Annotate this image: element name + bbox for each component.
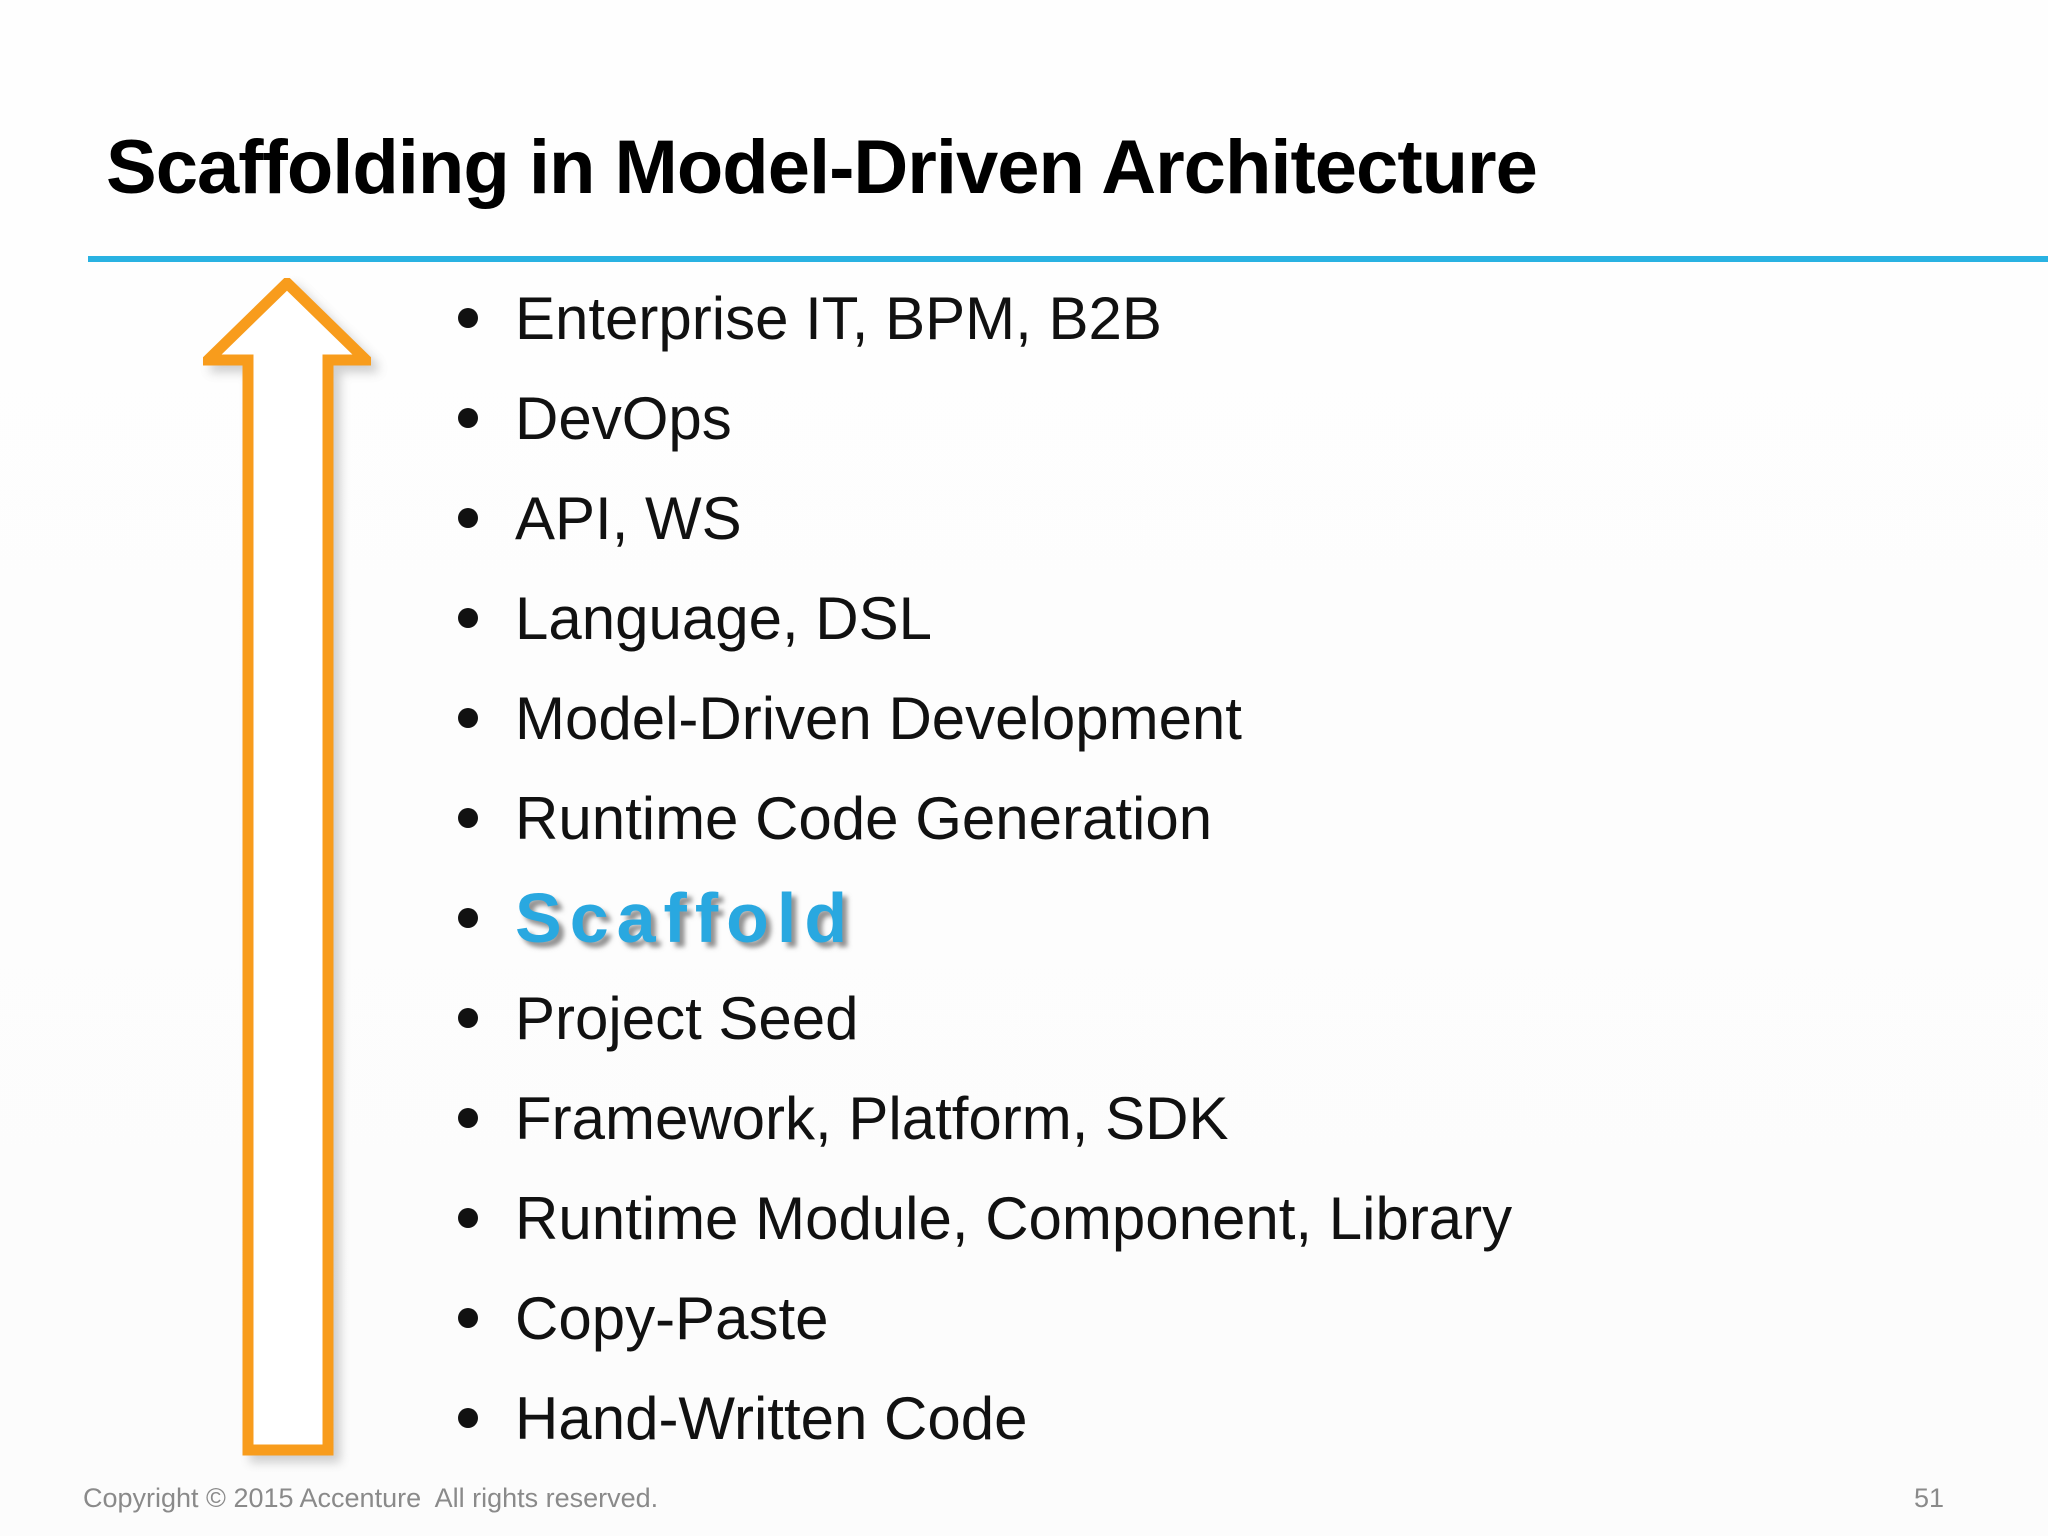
bullet-label: Framework, Platform, SDK xyxy=(515,1084,1229,1152)
list-item: Runtime Code Generation xyxy=(458,768,1512,868)
copyright-text: Copyright © 2015 Accenture All rights re… xyxy=(83,1483,659,1513)
list-item: Framework, Platform, SDK xyxy=(458,1068,1512,1168)
list-item: Hand-Written Code xyxy=(458,1368,1512,1468)
bullet-label: Project Seed xyxy=(515,984,859,1052)
bullet-dot-icon xyxy=(458,1308,478,1328)
list-item: Language, DSL xyxy=(458,568,1512,668)
bullet-label: Language, DSL xyxy=(515,584,933,652)
bullet-dot-icon xyxy=(458,508,478,528)
list-item: API, WS xyxy=(458,468,1512,568)
bullet-dot-icon xyxy=(458,708,478,728)
bullet-label: Scaffold xyxy=(515,879,856,957)
list-item: Project Seed xyxy=(458,968,1512,1068)
bullet-label: Model-Driven Development xyxy=(515,684,1242,752)
page-number: 51 xyxy=(1913,1483,1944,1513)
bullet-label: DevOps xyxy=(515,384,732,452)
bullet-dot-icon xyxy=(458,1408,478,1428)
bullet-dot-icon xyxy=(458,608,478,628)
up-arrow-icon xyxy=(203,278,371,1456)
bullet-label: Copy-Paste xyxy=(515,1284,829,1352)
list-item: Runtime Module, Component, Library xyxy=(458,1168,1512,1268)
bullet-label: API, WS xyxy=(515,484,742,552)
bullet-dot-icon xyxy=(458,908,478,928)
bullet-label: Hand-Written Code xyxy=(515,1384,1028,1452)
list-item: Scaffold xyxy=(458,868,1512,968)
bullet-dot-icon xyxy=(458,1108,478,1128)
title-underline xyxy=(88,256,2048,262)
list-item: Model-Driven Development xyxy=(458,668,1512,768)
slide-title: Scaffolding in Model-Driven Architecture xyxy=(106,125,1538,210)
slide-footer: Copyright © 2015 Accenture All rights re… xyxy=(0,1482,2048,1518)
list-item: DevOps xyxy=(458,368,1512,468)
bullet-label: Runtime Module, Component, Library xyxy=(515,1184,1513,1252)
list-item: Copy-Paste xyxy=(458,1268,1512,1368)
bullet-dot-icon xyxy=(458,1008,478,1028)
bullet-dot-icon xyxy=(458,1208,478,1228)
bullet-dot-icon xyxy=(458,308,478,328)
list-item: Enterprise IT, BPM, B2B xyxy=(458,268,1512,368)
bullet-label: Runtime Code Generation xyxy=(515,784,1213,852)
bullet-label: Enterprise IT, BPM, B2B xyxy=(515,284,1162,352)
bullet-dot-icon xyxy=(458,808,478,828)
bullet-dot-icon xyxy=(458,408,478,428)
